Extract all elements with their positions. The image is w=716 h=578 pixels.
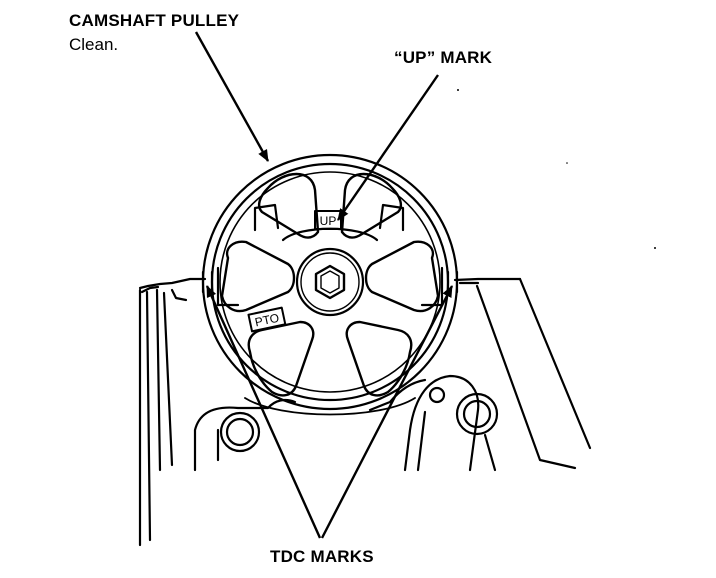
pto-mark-text: PTO [254,311,281,330]
tdc-leader-left [205,285,322,539]
tdc-marks-label: TDC MARKS [270,547,374,566]
tdc-leader-right [320,285,454,539]
pulley-rim [201,153,459,411]
pulley-windows [220,172,440,397]
up-mark-label: “UP” MARK [394,48,493,67]
cylinder-head-left [138,277,207,547]
camshaft-pulley-label: CAMSHAFT PULLEY [69,11,240,30]
camshaft-pulley-leader [194,31,270,162]
tdc-notches [201,270,459,294]
up-mark-text: UP [320,214,337,228]
scan-specks [457,89,656,249]
up-mark-leader [337,74,439,221]
camshaft-pulley-note: Clean. [69,35,119,54]
pulley-hub [295,247,365,317]
pto-mark-box [247,306,287,333]
cylinder-head-right [453,277,592,470]
